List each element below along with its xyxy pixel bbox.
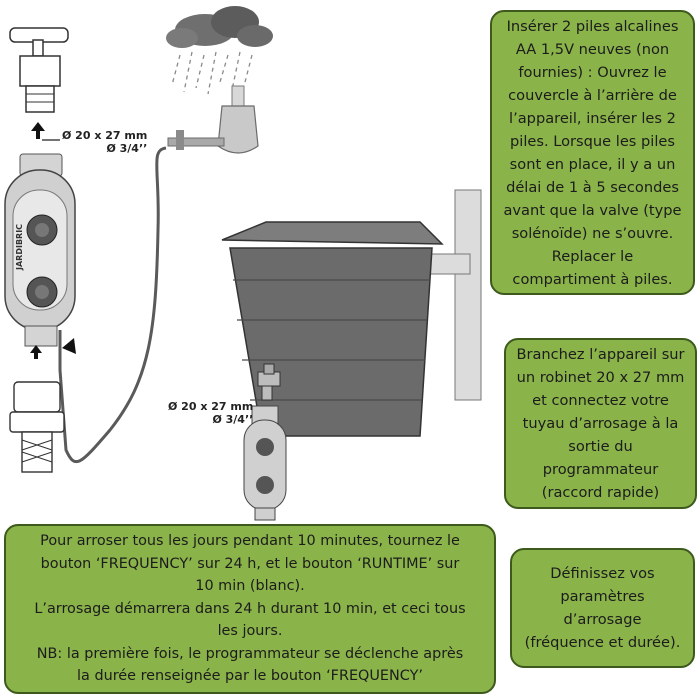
tank-tap-icon <box>257 363 281 401</box>
hose-arrow-icon <box>62 338 76 354</box>
battery-instructions-box: Insérer 2 piles alcalines AA 1,5V neuves… <box>490 10 695 295</box>
watering-example-box: Pour arroser tous les jours pendant 10 m… <box>4 524 496 694</box>
rain-cloud-icon <box>166 6 273 95</box>
timer-device-small <box>243 405 287 521</box>
dimension-label-top: Ø 20 x 27 mm Ø 3/4’’ <box>62 129 148 155</box>
tap-top-icon <box>9 27 69 113</box>
arrow-up-icon <box>31 122 45 139</box>
settings-hint-text: Définissez vos paramètres d’arrosage (fr… <box>524 565 681 651</box>
watering-example-text: Pour arroser tous les jours pendant 10 m… <box>34 533 466 685</box>
dimension-label-bottom: Ø 20 x 27 mm Ø 3/4’’ <box>168 400 254 426</box>
sensor-cable <box>58 146 167 463</box>
settings-hint-box: Définissez vos paramètres d’arrosage (fr… <box>510 548 695 668</box>
timer-device <box>4 153 76 347</box>
rain-sensor <box>167 85 259 154</box>
water-tank <box>221 221 444 437</box>
connect-instructions-box: Branchez l’appareil sur un robinet 20 x … <box>504 338 697 509</box>
battery-instructions-text: Insérer 2 piles alcalines AA 1,5V neuves… <box>503 17 682 288</box>
downspout-pipe <box>429 189 482 401</box>
brand-label: JARDIBRIC <box>15 224 24 271</box>
quick-connector-icon <box>9 381 65 473</box>
arrow-up-icon-2 <box>30 345 42 359</box>
connect-instructions-text: Branchez l’appareil sur un robinet 20 x … <box>516 346 685 501</box>
